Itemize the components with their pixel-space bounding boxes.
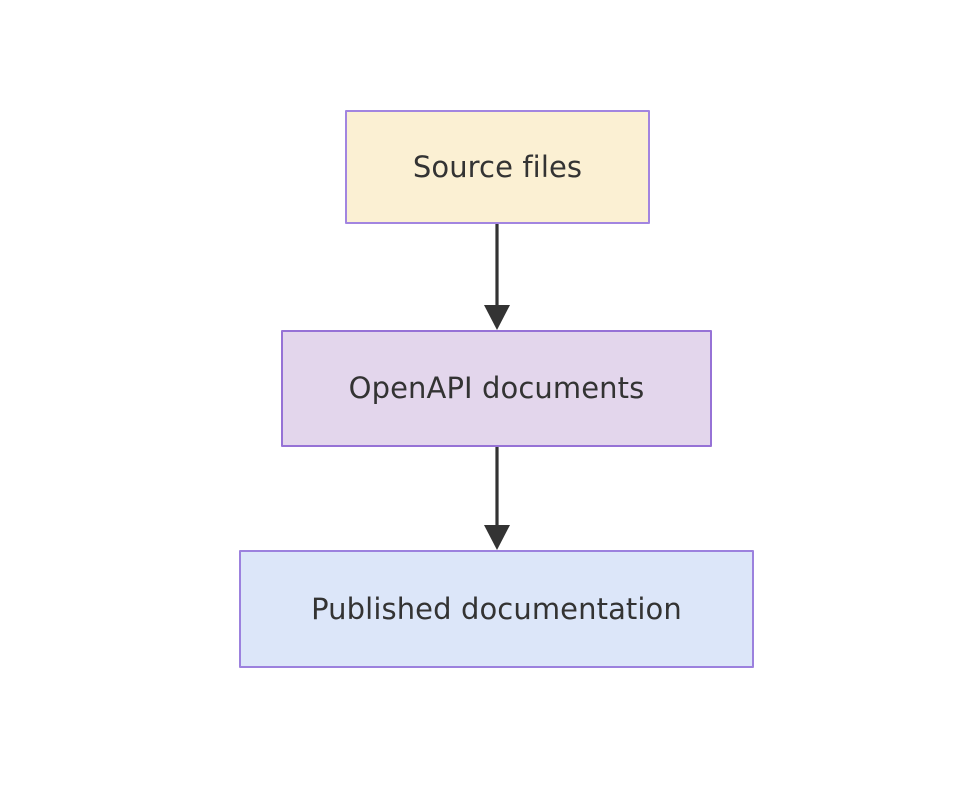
node-source-files[interactable]: Source files [345, 110, 650, 224]
node-source-files-label: Source files [412, 149, 583, 184]
edge-source-to-openapi [484, 224, 510, 330]
edge-openapi-to-published [484, 447, 510, 550]
edge-openapi-to-published-arrowhead [484, 525, 510, 550]
node-published-documentation-label: Published documentation [311, 591, 682, 626]
node-openapi-documents[interactable]: OpenAPI documents [281, 330, 712, 447]
node-openapi-documents-label: OpenAPI documents [348, 371, 645, 406]
edge-source-to-openapi-arrowhead [484, 305, 510, 330]
node-published-documentation[interactable]: Published documentation [239, 550, 754, 668]
